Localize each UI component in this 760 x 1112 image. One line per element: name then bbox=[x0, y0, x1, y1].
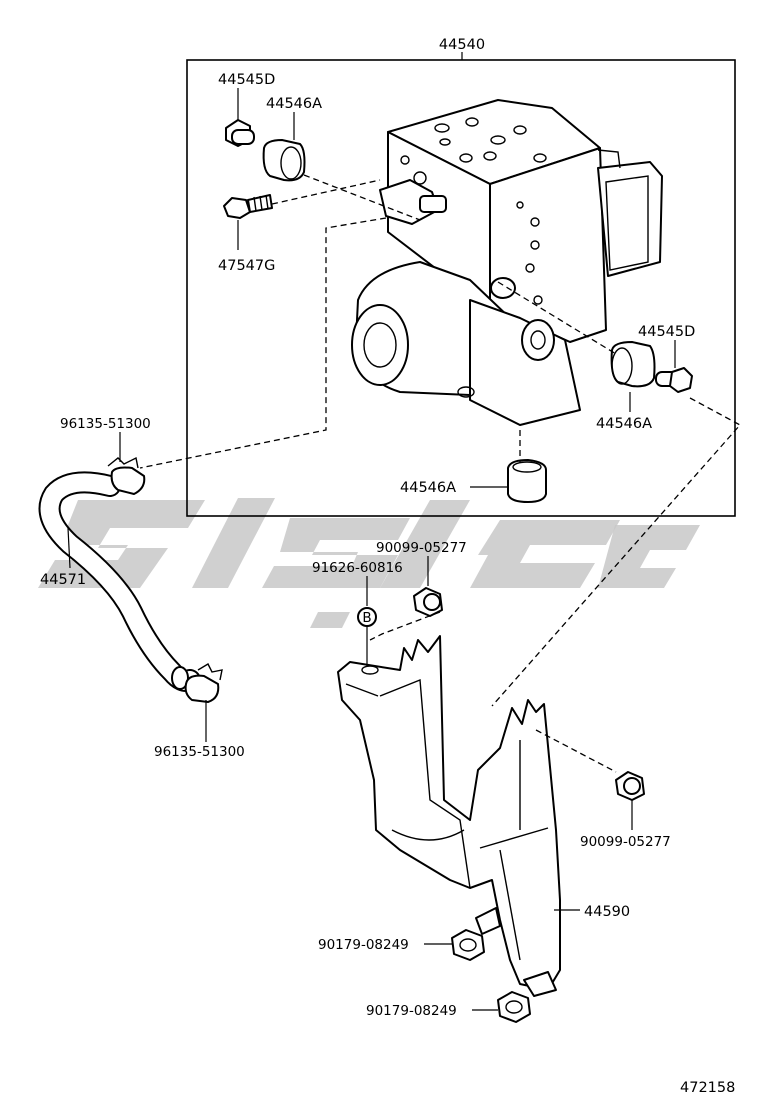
label-90099-top: 90099-05277 bbox=[376, 540, 467, 556]
label-44545d-right: 44545D bbox=[638, 324, 695, 340]
label-44546a-bottom: 44546A bbox=[400, 480, 456, 496]
cushion-44546a-bottom bbox=[507, 459, 547, 503]
label-44571: 44571 bbox=[40, 572, 86, 588]
hose-44571 bbox=[38, 456, 223, 703]
part-labels: 44545D 44546A 47547G 44545D 44546A 44546… bbox=[40, 72, 735, 1096]
label-44590: 44590 bbox=[584, 904, 630, 920]
label-96135-top: 96135-51300 bbox=[60, 416, 151, 432]
label-91626: 91626-60816 bbox=[312, 560, 403, 576]
circle-mark-b: B bbox=[357, 607, 377, 627]
clip-90099-top bbox=[413, 587, 443, 617]
label-44546a-right: 44546A bbox=[596, 416, 652, 432]
label-47547g: 47547G bbox=[218, 258, 275, 274]
dashed-leaders bbox=[139, 174, 742, 773]
cushion-44546a-right bbox=[610, 341, 656, 388]
nut-90179-top bbox=[451, 929, 485, 961]
circle-mark-label: B bbox=[362, 610, 371, 626]
cushion-44546a-top bbox=[262, 139, 306, 182]
label-44546a-top: 44546A bbox=[266, 96, 322, 112]
nut-90179-bottom bbox=[497, 991, 531, 1023]
bolt-47547g bbox=[223, 194, 273, 219]
bolt-44545d-top bbox=[225, 119, 255, 147]
figure-number: 472158 bbox=[680, 1080, 735, 1096]
assembly-frame: 44540 bbox=[186, 37, 736, 517]
label-44540: 44540 bbox=[439, 37, 485, 53]
label-90179-bottom: 90179-08249 bbox=[366, 1003, 457, 1019]
label-90099-right: 90099-05277 bbox=[580, 834, 671, 850]
label-90179-top: 90179-08249 bbox=[318, 937, 409, 953]
leader-lines bbox=[67, 88, 676, 1011]
abs-actuator bbox=[351, 99, 663, 426]
clip-90099-right bbox=[615, 771, 645, 801]
label-44545d-top: 44545D bbox=[218, 72, 275, 88]
bolt-44545d-right bbox=[655, 367, 693, 393]
bracket-44590 bbox=[337, 635, 561, 997]
label-96135-bottom: 96135-51300 bbox=[154, 744, 245, 760]
